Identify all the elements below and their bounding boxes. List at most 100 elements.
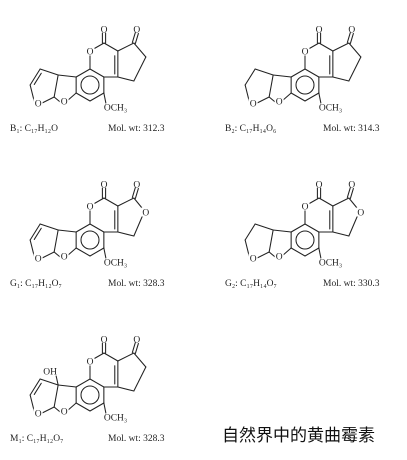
aromatic-bond	[75, 92, 91, 102]
lactone-bond	[117, 197, 135, 207]
label-mask	[356, 207, 366, 217]
label-mask	[300, 201, 310, 211]
furan-oxygen-label: O	[61, 97, 68, 107]
terminal-oxygen-label: O	[35, 254, 42, 264]
aromatic-bond	[304, 68, 320, 78]
carbonyl-bond	[134, 342, 139, 354]
molecular-weight: Mol. wt: 330.3	[323, 279, 380, 289]
label-mask	[300, 46, 310, 56]
label-mask	[85, 201, 95, 211]
terminal-furan-bond	[244, 239, 250, 257]
aromatic-bond	[304, 92, 320, 102]
furan-bond	[282, 92, 292, 101]
ring-oxygen-label: O	[302, 202, 309, 212]
label-mask	[141, 207, 151, 217]
carbonyl-bond	[346, 32, 351, 44]
terminal-furan-bond	[256, 96, 270, 104]
lactone-bond	[332, 231, 350, 237]
label-mask	[59, 406, 69, 416]
terminal-double-bond	[33, 227, 42, 240]
carbonyl-oxygen-label: O	[316, 180, 323, 190]
cyclopentenone-bond	[133, 352, 147, 368]
aromatic-bond	[75, 68, 91, 78]
aromatic-bond	[290, 223, 306, 233]
carbonyl-bond	[346, 187, 351, 199]
aromatic-bond	[290, 92, 306, 102]
furan-oxygen-label: O	[61, 252, 68, 262]
lactone-bond	[117, 231, 135, 237]
aromatic-bond	[75, 223, 91, 233]
aromatic-bond	[304, 223, 320, 233]
lactone-oxygen-label: O	[142, 208, 149, 218]
aromatic-ring-circle	[80, 75, 100, 95]
terminal-furan-bond	[41, 96, 55, 104]
methoxy-bond	[103, 92, 107, 104]
carbonyl-bond	[131, 32, 136, 44]
pyranone-bond	[318, 197, 334, 207]
pyranone-bond	[103, 197, 119, 207]
aromatic-bond	[89, 92, 105, 102]
label-mask	[274, 251, 284, 261]
furan-bond	[268, 74, 274, 98]
cyclopentenone-bond	[348, 42, 362, 58]
molecular-weight: Mol. wt: 328.3	[108, 434, 165, 444]
furan-oxygen-label: O	[276, 97, 283, 107]
cyclopentenone-bond	[117, 42, 135, 52]
ring-oxygen-label: O	[87, 47, 94, 57]
aromatic-bond	[89, 402, 105, 412]
pyranone-bond	[103, 42, 119, 52]
carbonyl-oxygen-label: O	[348, 180, 355, 190]
cyclopentenone-bond	[117, 386, 135, 392]
label-mask	[85, 356, 95, 366]
label-mask	[59, 251, 69, 261]
furan-bond	[268, 229, 274, 253]
methoxy-bond	[103, 247, 107, 259]
cyclopentenone-bond	[117, 352, 135, 362]
ring-oxygen-label: O	[87, 202, 94, 212]
terminal-furan-bond	[41, 406, 55, 414]
molecular-weight: Mol. wt: 312.3	[108, 124, 165, 134]
terminal-furan-bond	[29, 223, 41, 241]
aromatic-bond	[89, 378, 105, 388]
cyclopentenone-bond	[332, 76, 350, 82]
furan-bond	[53, 96, 61, 103]
molecular-weight: Mol. wt: 328.3	[108, 279, 165, 289]
aromatic-ring-circle	[80, 385, 100, 405]
cyclopentenone-bond	[117, 76, 135, 82]
furan-bond	[57, 384, 77, 388]
furan-bond	[53, 406, 61, 413]
aromatic-bond	[75, 378, 91, 388]
hydroxyl-bond	[55, 375, 59, 386]
carbonyl-bond	[134, 32, 139, 44]
label-mask	[33, 253, 43, 263]
carbonyl-oxygen-label: O	[316, 25, 323, 35]
methoxy-label: OCH₃	[104, 413, 127, 423]
methoxy-bond	[318, 92, 322, 104]
aromatic-bond	[89, 223, 105, 233]
lactone-bond	[133, 197, 144, 210]
molecular-weight: Mol. wt: 314.3	[323, 124, 380, 134]
aromatic-bond	[290, 247, 306, 257]
terminal-furan-bond	[29, 84, 35, 102]
ring-oxygen-label: O	[87, 357, 94, 367]
terminal-oxygen-label: O	[250, 99, 257, 109]
lactone-bond	[332, 197, 350, 207]
aromatic-bond	[75, 402, 91, 412]
furan-oxygen-label: O	[61, 407, 68, 417]
furan-bond	[67, 402, 77, 411]
terminal-furan-bond	[39, 68, 59, 76]
carbonyl-oxygen-label: O	[101, 25, 108, 35]
aromatic-bond	[304, 247, 320, 257]
lactone-bond	[348, 197, 359, 210]
pyranone-bond	[318, 42, 334, 52]
label-mask	[85, 46, 95, 56]
aromatic-bond	[75, 247, 91, 257]
pyranone-bond	[103, 352, 119, 362]
terminal-furan-bond	[41, 251, 55, 259]
